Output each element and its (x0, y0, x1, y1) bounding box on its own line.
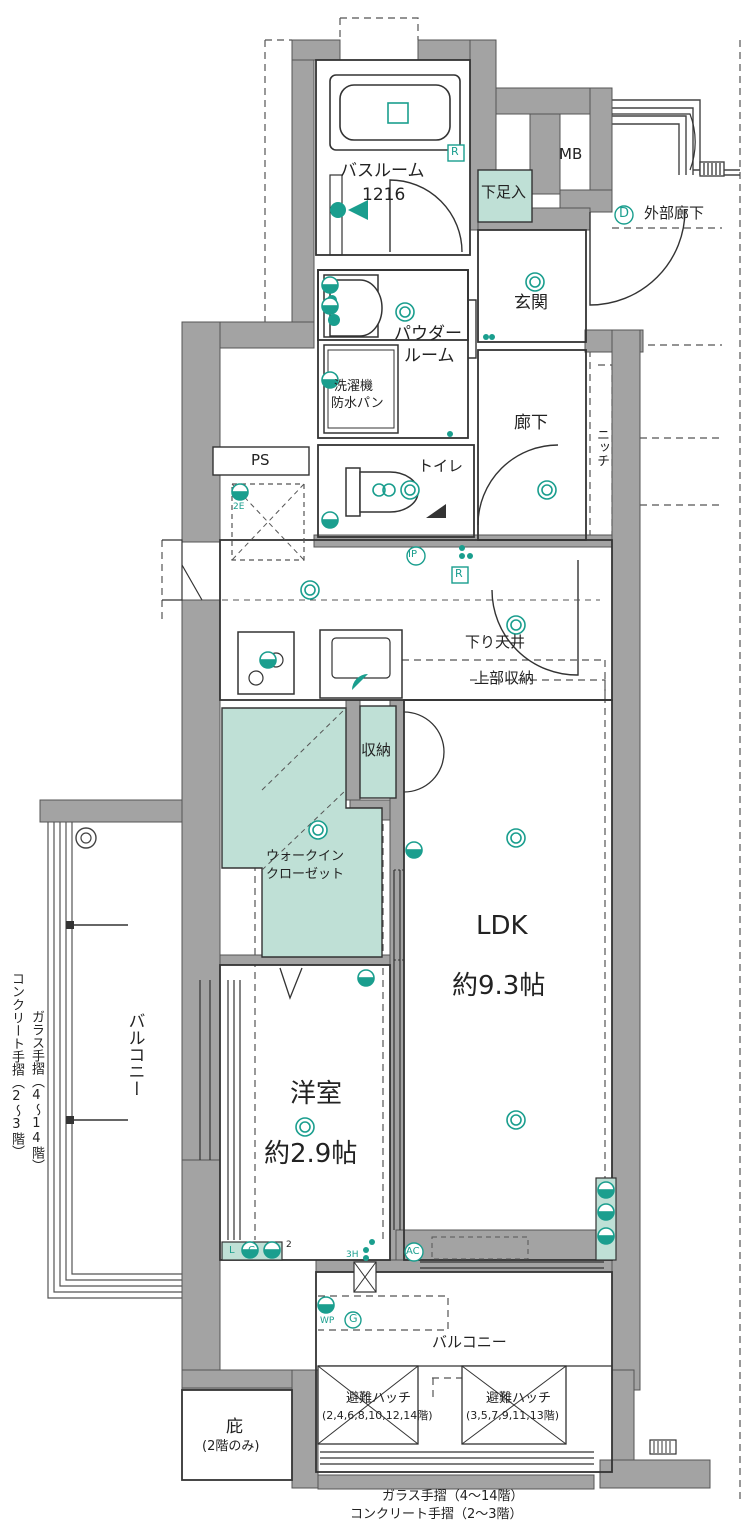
l-symbol: L (229, 1245, 235, 1256)
bath-fan-icon (387, 102, 409, 124)
shoe-cabinet (477, 169, 533, 223)
bathroom-label: バスルーム (340, 161, 425, 181)
r-switch-icon (451, 566, 469, 584)
corridor-d-mark: D (619, 206, 630, 221)
entrance-label: 玄関 (514, 293, 548, 313)
gas-outlet-icon (344, 1311, 362, 1329)
ps-label: PS (251, 451, 270, 469)
bottom-balcony-label: バルコニー (432, 1333, 507, 1351)
bathtub (329, 74, 461, 151)
bath-r-icon (447, 144, 465, 162)
gas-symbol: G (349, 1312, 358, 1325)
storage-label: 収納 (361, 741, 392, 759)
bathroom-size: 1216 (362, 185, 406, 205)
e2-symbol: 2E (233, 502, 245, 512)
upper-storage-label: 上部収納 (474, 669, 535, 687)
storage-closet (359, 705, 397, 799)
powder-room-label-2: ルーム (404, 346, 455, 366)
ldk-label: LDK (476, 911, 528, 941)
side-rail-glass-label: ガラス手摺（4〜14階） (28, 1010, 44, 1172)
exterior-corridor-label: 外部廊下 (644, 204, 705, 222)
hatch-b-label: 避難ハッチ (486, 1391, 552, 1406)
side-rail-concrete-label: コンクリート手摺（2〜3階） (8, 972, 24, 1158)
bath-control-icon (330, 202, 346, 218)
h3-symbol: 3H (346, 1250, 359, 1260)
room-outlines (181, 59, 613, 1481)
ac-symbol: AC (406, 1246, 420, 1257)
niche-label: ニッチ (593, 428, 609, 467)
eave-note: (2階のみ) (202, 1439, 260, 1454)
entrance-door-swing (589, 209, 686, 306)
corridor-d-icon (614, 205, 634, 225)
bottom-rail-concrete-label: コンクリート手摺（2〜3階） (350, 1507, 523, 1522)
bath-r-symbol: R (451, 145, 459, 158)
eave-label: 庇 (226, 1417, 243, 1437)
mb-label: MB (559, 145, 583, 163)
wp-symbol: WP (320, 1316, 335, 1326)
hatch-a-floors: (2,4,6,8,10,12,14階) (322, 1409, 433, 1422)
washer-label-2: 防水パン (331, 396, 384, 411)
ip-symbol: IP (408, 549, 417, 560)
lowered-ceiling-label: 下り天井 (465, 633, 526, 651)
left-balcony (39, 799, 183, 1299)
ps-box (212, 446, 310, 476)
sink (319, 629, 403, 699)
toilet-label: トイレ (418, 457, 464, 475)
washer-pan (323, 344, 399, 434)
walk-in-closet-label-1: ウォークイン (266, 849, 345, 864)
hatch-a-label: 避難ハッチ (346, 1391, 412, 1406)
powder-room-label-1: パウダー (394, 324, 462, 344)
ldk-size: 約9.3帖 (452, 971, 546, 1001)
shoe-cabinet-label: 下足入 (481, 183, 527, 201)
side-balcony-label: バルコニー (124, 1012, 145, 1097)
hallway-label: 廊下 (514, 413, 548, 433)
western-window (199, 980, 241, 1240)
corridor-railing (612, 99, 740, 177)
c-symbol: C (248, 1245, 255, 1256)
num2-symbol: 2 (286, 1240, 292, 1250)
walls (181, 39, 711, 1490)
bath-door-swing (389, 179, 463, 253)
r-symbol: R (455, 567, 463, 580)
toilet-fixture (345, 467, 419, 517)
hatch-b-floors: (3,5,7,9,11,13階) (466, 1409, 560, 1422)
walk-in-closet-label-2: クローゼット (266, 867, 345, 882)
ac-outlet-icon (404, 1242, 424, 1262)
bottom-rail-glass-label: ガラス手摺（4〜14階） (382, 1489, 524, 1504)
western-room-size: 約2.9帖 (264, 1139, 358, 1169)
washer-label-1: 洗濯機 (334, 379, 374, 394)
western-room-label: 洋室 (290, 1079, 343, 1109)
intercom-ip-icon (406, 546, 426, 566)
